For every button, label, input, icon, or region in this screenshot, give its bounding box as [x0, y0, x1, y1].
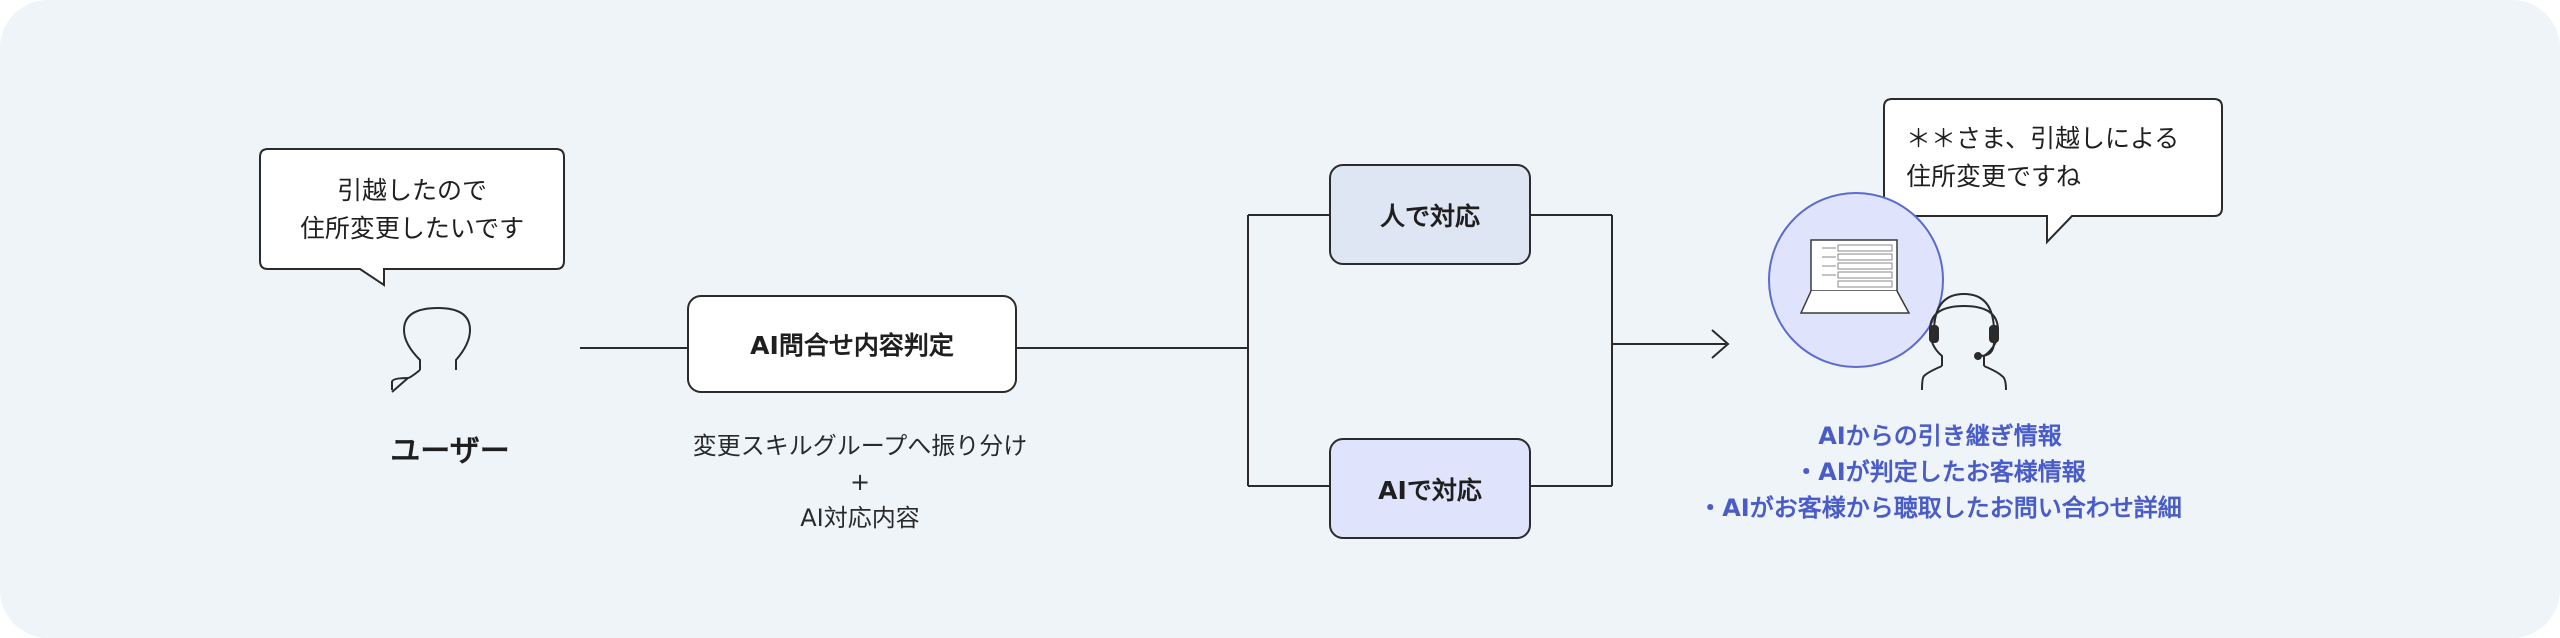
arrowhead-icon	[1711, 329, 1730, 359]
routing-line3: AI対応内容	[800, 504, 920, 532]
ai-handoff-info: AIからの引き継ぎ情報 ・AIが判定したお客様情報 ・AIがお客様から聴取したお…	[1660, 418, 2220, 526]
customer-speech-line1: 引越したので	[336, 176, 487, 205]
laptop-monitor-icon	[1768, 192, 1944, 368]
user-label: ユーザー	[390, 434, 510, 469]
operator-bubble-outline	[1883, 98, 2223, 245]
customer-speech-line2: 住所変更したいです	[299, 214, 525, 243]
ai-handling-box: AIで対応	[1329, 438, 1531, 539]
operator-speech: ＊＊さま、引越しによる 住所変更ですね	[1906, 120, 2206, 196]
human-handling-label: 人で対応	[1379, 201, 1480, 231]
customer-bubble-outline	[259, 148, 565, 287]
user-person-icon	[391, 306, 472, 393]
operator-speech-line2: 住所変更ですね	[1906, 162, 2082, 191]
routing-description: 変更スキルグループへ振り分け + AI対応内容	[640, 428, 1080, 536]
ai-judge-box: AI問合せ内容判定	[687, 295, 1017, 393]
customer-speech: 引越したので 住所変更したいです	[262, 172, 562, 248]
operator-headset-icon	[1921, 292, 2007, 391]
ai-handling-label: AIで対応	[1378, 475, 1482, 505]
routing-line2: +	[849, 468, 871, 496]
handoff-line1: AIからの引き継ぎ情報	[1818, 422, 2062, 450]
human-handling-box: 人で対応	[1329, 164, 1531, 265]
handoff-line3: ・AIがお客様から聴取したお問い合わせ詳細	[1698, 494, 2182, 522]
handoff-line2: ・AIが判定したお客様情報	[1794, 458, 2086, 486]
routing-line1: 変更スキルグループへ振り分け	[692, 432, 1028, 460]
operator-speech-line1: ＊＊さま、引越しによる	[1906, 124, 2180, 153]
ai-judge-label: AI問合せ内容判定	[750, 331, 954, 360]
